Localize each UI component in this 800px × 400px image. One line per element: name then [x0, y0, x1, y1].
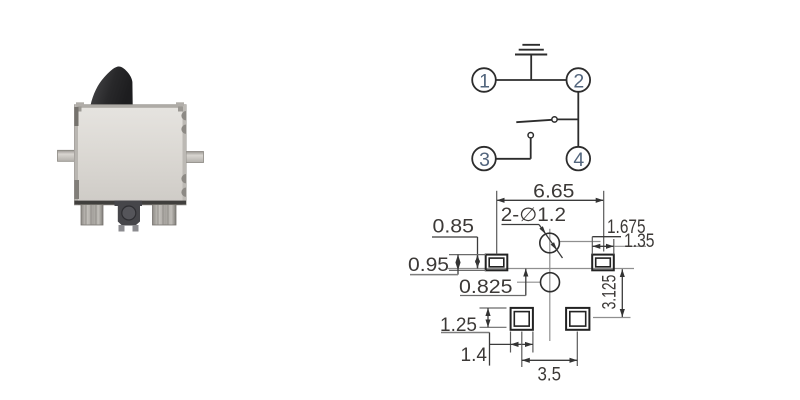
- svg-text:6.65: 6.65: [533, 181, 574, 202]
- svg-text:4: 4: [573, 149, 584, 171]
- svg-text:1.35: 1.35: [624, 231, 655, 252]
- svg-text:3.125: 3.125: [600, 275, 621, 310]
- svg-text:0.85: 0.85: [433, 216, 475, 237]
- svg-text:3: 3: [479, 149, 490, 171]
- svg-text:2: 2: [573, 70, 584, 92]
- svg-text:3.5: 3.5: [538, 364, 562, 385]
- svg-text:0.825: 0.825: [459, 277, 513, 298]
- svg-text:1.25: 1.25: [440, 315, 477, 336]
- svg-text:2-∅1.2: 2-∅1.2: [501, 205, 566, 226]
- svg-text:0.95: 0.95: [408, 255, 449, 276]
- svg-text:1.4: 1.4: [461, 345, 488, 366]
- svg-text:1.675: 1.675: [607, 217, 646, 238]
- svg-text:1: 1: [479, 70, 490, 92]
